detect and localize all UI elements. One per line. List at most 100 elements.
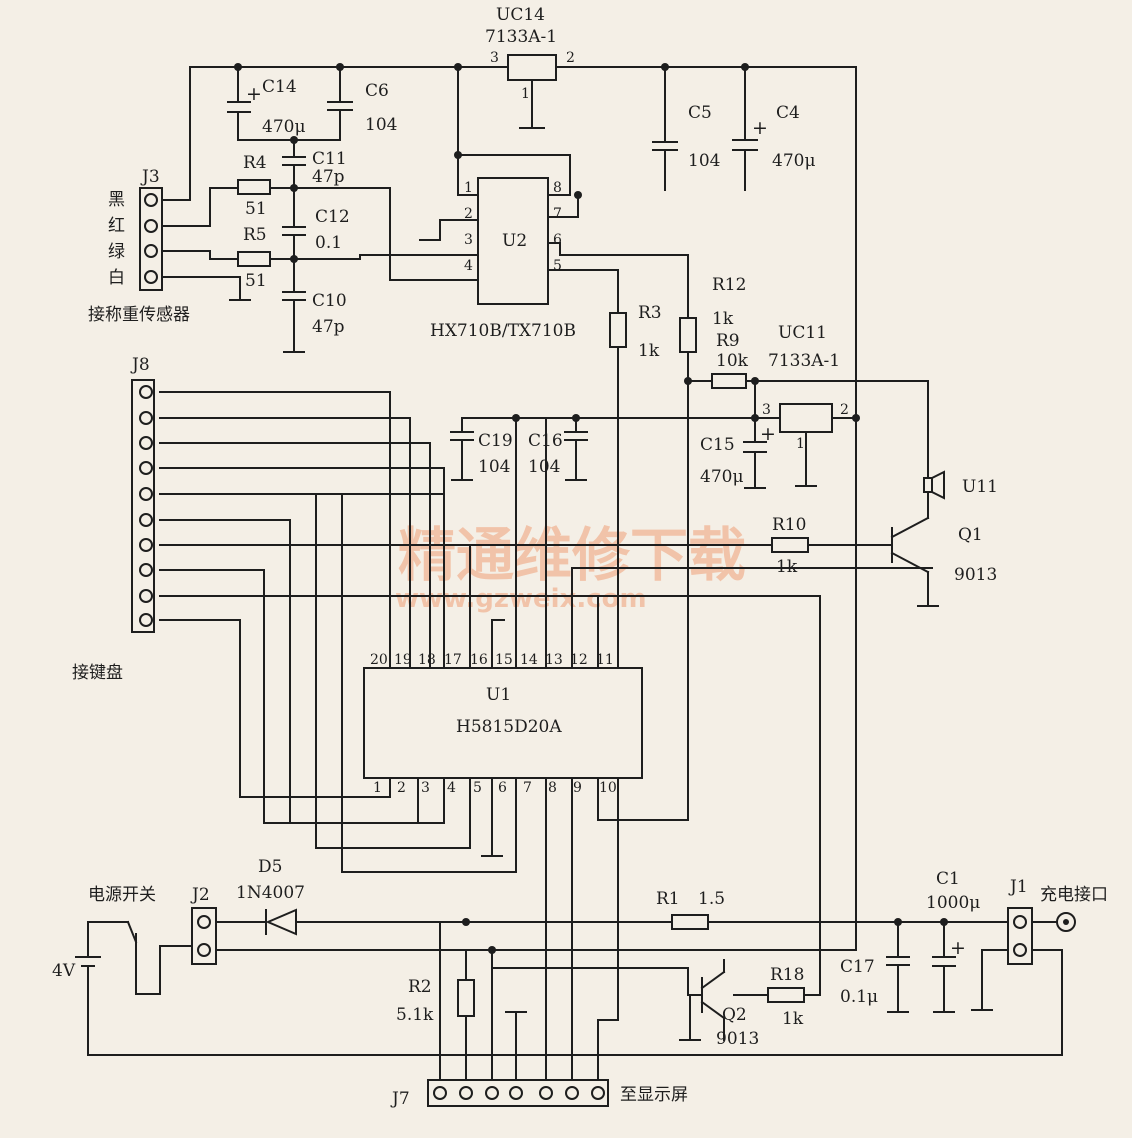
svg-text:1: 1 <box>464 180 473 196</box>
c19-label: C19 <box>478 431 513 451</box>
c15-label: C15 <box>700 435 735 455</box>
u1-pin-4: 4 <box>447 780 456 796</box>
u1-pin-19: 19 <box>394 652 412 668</box>
svg-text:1: 1 <box>796 436 805 452</box>
c14-value: 470μ <box>262 117 306 137</box>
u1-pin-17: 17 <box>444 652 462 668</box>
q1-label: Q1 <box>958 525 983 545</box>
u2-adc-chip <box>477 177 549 305</box>
u1-pin-18: 18 <box>418 652 436 668</box>
c4-label: C4 <box>776 103 800 123</box>
svg-text:3: 3 <box>762 402 771 418</box>
r2-resistor <box>457 979 475 1017</box>
buzzer <box>923 477 933 493</box>
u1-pin-11: 11 <box>596 652 614 668</box>
sensor-label: 接称重传感器 <box>88 305 190 325</box>
u1-part: H5815D20A <box>456 717 562 737</box>
u2-part: HX710B/TX710B <box>430 321 576 341</box>
uc11-label: UC11 <box>778 323 827 343</box>
c11-label: C11 <box>312 149 347 169</box>
junction-dots <box>234 63 948 954</box>
wire-red: 红 <box>108 216 125 236</box>
uc14-part: 7133A-1 <box>485 27 557 47</box>
r4-value: 51 <box>245 199 267 219</box>
j2-label: J2 <box>190 885 210 905</box>
wire-black: 黑 <box>108 190 125 210</box>
svg-text:2: 2 <box>464 206 473 222</box>
j1-label: J1 <box>1008 877 1028 897</box>
q1-part: 9013 <box>954 565 997 585</box>
svg-text:1: 1 <box>521 86 530 102</box>
u1-pin-1: 1 <box>373 780 382 796</box>
u1-pin-15: 15 <box>495 652 513 668</box>
u1-pin-6: 6 <box>498 780 507 796</box>
display-label: 至显示屏 <box>620 1085 688 1105</box>
r3-resistor <box>609 312 627 348</box>
u1-pin-2: 2 <box>397 780 406 796</box>
j8-label: J8 <box>130 355 150 375</box>
svg-text:2: 2 <box>840 402 849 418</box>
keypad-label: 接键盘 <box>72 663 123 683</box>
j3-label: J3 <box>140 167 160 187</box>
u1-pin-13: 13 <box>545 652 563 668</box>
c14-label: C14 <box>262 77 297 97</box>
u1-pin-20: 20 <box>370 652 388 668</box>
r9-resistor <box>711 373 747 389</box>
c12-value: 0.1 <box>315 233 342 253</box>
r12-label: R12 <box>712 275 746 295</box>
svg-text:5: 5 <box>553 258 562 274</box>
u1-pin-14: 14 <box>520 652 538 668</box>
c10-label: C10 <box>312 291 347 311</box>
svg-text:+: + <box>760 423 776 445</box>
c1-value: 1000μ <box>926 893 980 913</box>
speaker-icon <box>931 470 945 500</box>
r18-resistor <box>767 987 805 1003</box>
wire-green: 绿 <box>108 242 125 262</box>
c1-label: C1 <box>936 869 960 889</box>
d5-part: 1N4007 <box>236 883 305 903</box>
r1-value: 1.5 <box>698 889 725 909</box>
power-switch-label: 电源开关 <box>88 885 156 905</box>
top-power-wires <box>159 66 857 1021</box>
c4-value: 470μ <box>772 151 816 171</box>
u1-pin-7: 7 <box>523 780 532 796</box>
r1-resistor <box>671 914 709 930</box>
c12-label: C12 <box>315 207 350 227</box>
r9-value: 10k <box>716 351 749 371</box>
r1-label: R1 <box>656 889 680 909</box>
r9-label: R9 <box>716 331 740 351</box>
uc11-part: 7133A-1 <box>768 351 840 371</box>
u1-pin-8: 8 <box>548 780 557 796</box>
u11-label: U11 <box>962 477 998 497</box>
svg-text:+: + <box>246 83 262 105</box>
r5-value: 51 <box>245 271 267 291</box>
svg-text:4: 4 <box>464 258 473 274</box>
c16-label: C16 <box>528 431 563 451</box>
uc14-label: UC14 <box>496 5 545 25</box>
r10-value: 1k <box>776 557 798 577</box>
c17-value: 0.1μ <box>840 987 878 1007</box>
bottom-wires <box>75 920 1067 1081</box>
u1-pin-16: 16 <box>470 652 488 668</box>
charge-port-label: 充电接口 <box>1040 885 1108 905</box>
r5-resistor <box>237 251 271 267</box>
u1-pin-10: 10 <box>599 780 617 796</box>
c19-value: 104 <box>478 457 510 477</box>
svg-text:7: 7 <box>553 206 562 222</box>
j7-label: J7 <box>390 1089 410 1109</box>
svg-text:2: 2 <box>566 50 575 66</box>
u1-pin-9: 9 <box>573 780 582 796</box>
c10-value: 47p <box>312 317 345 337</box>
d5-diode <box>265 908 297 936</box>
uc14-regulator <box>507 54 557 81</box>
r18-value: 1k <box>782 1009 804 1029</box>
battery-label: 4V <box>52 961 76 981</box>
watermark-url: www.gzweix.com <box>395 584 647 614</box>
r18-label: R18 <box>770 965 804 985</box>
c17-label: C17 <box>840 957 875 977</box>
c6-label: C6 <box>365 81 389 101</box>
j3-connector <box>139 187 163 291</box>
